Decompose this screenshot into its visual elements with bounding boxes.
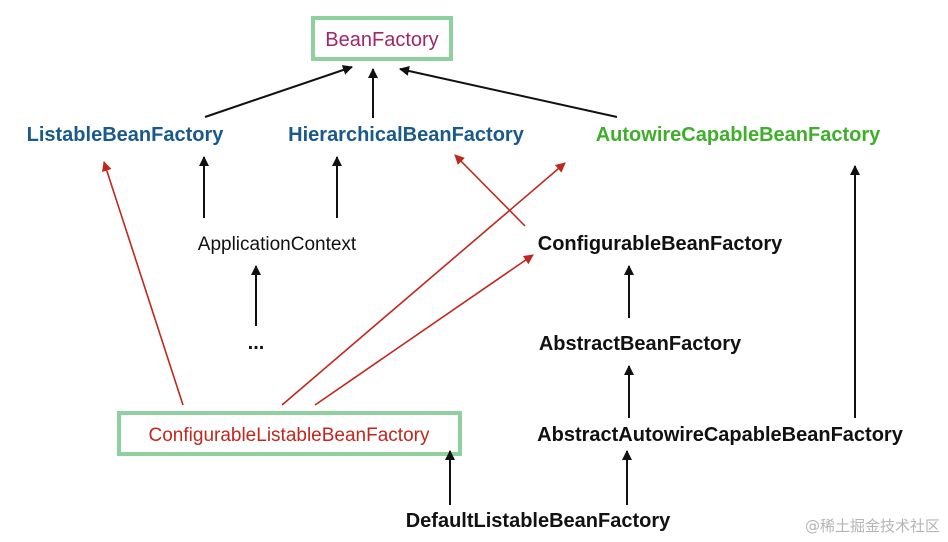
arrow-configurable-to-hierarchical (454, 154, 526, 227)
default-listable-bean-factory-label: DefaultListableBeanFactory (406, 510, 671, 532)
configurable-listable-bean-factory-label: ConfigurableListableBeanFactory (149, 425, 430, 446)
listable-bean-factory-label: ListableBeanFactory (27, 124, 225, 146)
red-arrows (102, 154, 566, 406)
bean-factory-label: BeanFactory (325, 29, 438, 51)
watermark-text: @稀土掘金技术社区 (805, 517, 940, 535)
arrow-configurablelistable-to-listable (102, 161, 184, 406)
ellipsis-label: ... (248, 332, 265, 354)
black-arrows (199, 65, 860, 505)
arrow-autowire-to-beanfactory (399, 66, 618, 118)
autowire-capable-bean-factory-label: AutowireCapableBeanFactory (596, 124, 881, 146)
configurable-bean-factory-label: ConfigurableBeanFactory (538, 233, 783, 255)
abstract-bean-factory-label: AbstractBeanFactory (539, 333, 742, 355)
arrow-configurablelistable-to-autowire (281, 162, 566, 406)
abstract-autowire-capable-bean-factory-label: AbstractAutowireCapableBeanFactory (537, 424, 904, 446)
hierarchical-bean-factory-label: HierarchicalBeanFactory (288, 124, 525, 146)
arrow-configurablelistable-to-configurable (314, 254, 534, 406)
bean-factory-box (311, 16, 453, 61)
application-context-label: ApplicationContext (198, 234, 357, 255)
arrow-listable-to-beanfactory (204, 65, 353, 118)
configurable-listable-bean-factory-box (117, 411, 462, 456)
